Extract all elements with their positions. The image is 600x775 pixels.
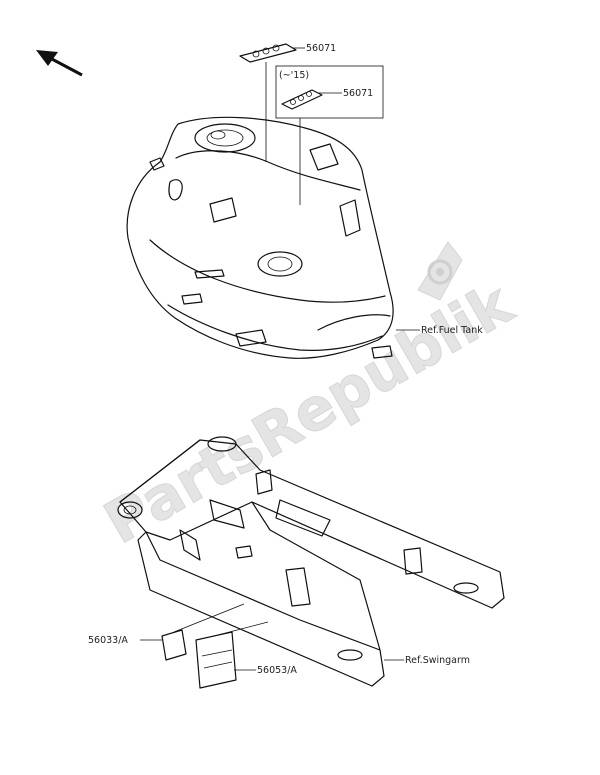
watermark-text: PartsRepublik	[93, 269, 525, 557]
callout-56071-box: 56071	[343, 88, 373, 99]
swingarm	[117, 436, 505, 687]
callout-56053a: 56053/A	[257, 665, 297, 676]
callout-56033a: 56033/A	[88, 635, 128, 646]
gear-icon	[417, 241, 463, 301]
decal-56033a	[140, 603, 245, 661]
callout-year-note: (~'15)	[279, 70, 309, 81]
callout-ref-swingarm: Ref.Swingarm	[405, 655, 470, 666]
callout-ref-fuel-tank: Ref.Fuel Tank	[421, 325, 483, 336]
decal-56071-box	[275, 65, 384, 205]
watermark: PartsRepublik	[93, 241, 525, 558]
callout-56071-top: 56071	[306, 43, 336, 54]
arrow-up-left-icon	[36, 50, 83, 77]
fuel-tank	[126, 116, 420, 359]
decal-56071-top	[239, 43, 305, 162]
decal-56053a	[195, 621, 269, 689]
